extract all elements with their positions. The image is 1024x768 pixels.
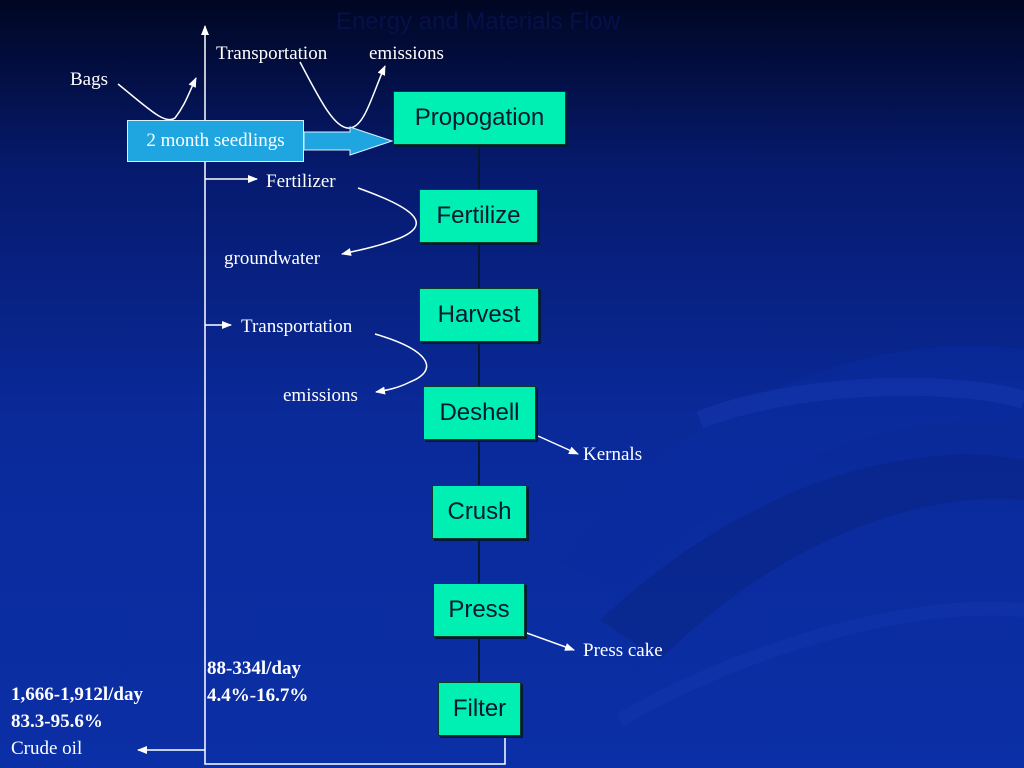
seedling-arrow xyxy=(303,126,394,156)
step-fertilize: Fertilize xyxy=(419,189,538,243)
groundwater-arrow xyxy=(341,187,418,256)
energy-loop-arrow xyxy=(201,25,506,765)
kernals-arrow xyxy=(537,435,579,455)
internal-percent-label: 4.4%-16.7% xyxy=(207,685,309,706)
transport-top-arrow xyxy=(299,61,386,129)
groundwater-label: groundwater xyxy=(224,248,321,269)
seedlings-input: 2 month seedlings xyxy=(127,120,304,162)
transportation-mid-label: Transportation xyxy=(241,316,353,337)
press-cake-label: Press cake xyxy=(583,640,663,661)
step-harvest: Harvest xyxy=(419,288,539,342)
crude-percent-label: 83.3-95.6% xyxy=(11,711,103,732)
bags-label: Bags xyxy=(70,69,108,90)
emissions-mid-label: emissions xyxy=(283,385,358,406)
transportation-top-label: Transportation xyxy=(216,43,328,64)
press-cake-arrow xyxy=(523,631,575,651)
emissions-mid-arrow xyxy=(374,333,428,395)
step-deshell: Deshell xyxy=(423,386,536,440)
step-crush: Crush xyxy=(432,485,527,539)
crude-oil-label: Crude oil xyxy=(11,738,83,759)
slide-title: Energy and Materials Flow xyxy=(335,8,621,35)
emissions-top-label: emissions xyxy=(369,43,444,64)
bags-arrow xyxy=(117,77,197,121)
fertilizer-label: Fertilizer xyxy=(266,171,336,192)
step-filter: Filter xyxy=(438,682,521,736)
step-propogation: Propogation xyxy=(393,91,566,145)
internal-volume-label: 88-334l/day xyxy=(207,658,301,679)
kernals-label: Kernals xyxy=(583,444,643,465)
step-press: Press xyxy=(433,583,525,637)
crude-volume-label: 1,666-1,912l/day xyxy=(11,684,143,705)
